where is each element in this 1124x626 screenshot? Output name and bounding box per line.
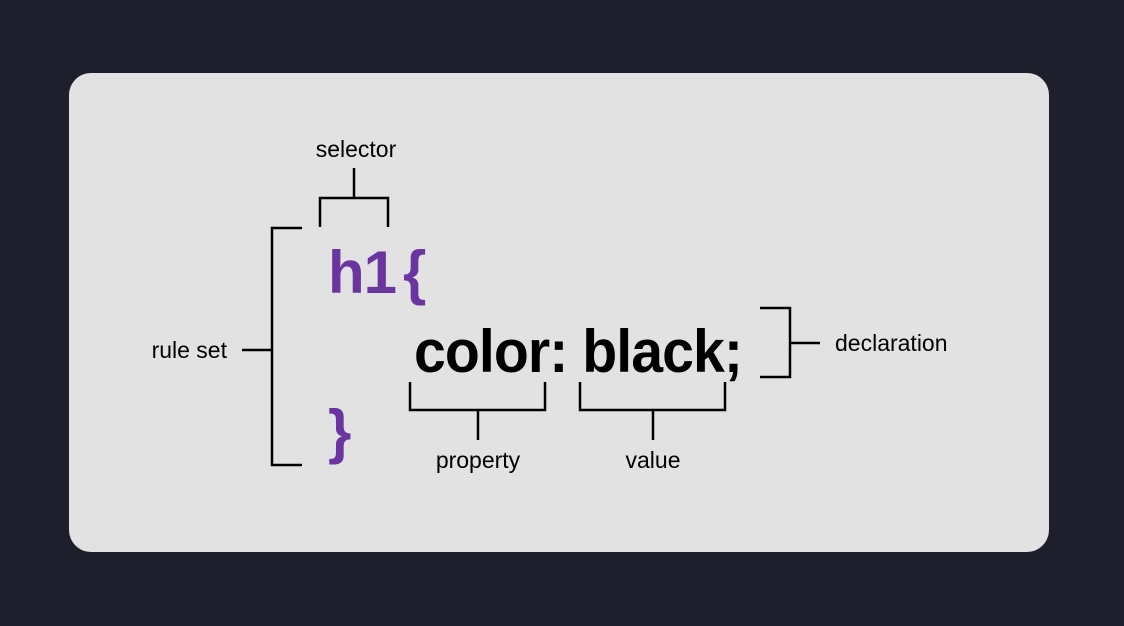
declaration-bracket	[760, 306, 820, 379]
property-label: property	[436, 447, 521, 473]
diagram-card	[69, 73, 1049, 552]
code-declaration: color: black;	[414, 318, 742, 385]
code-open-brace: {	[403, 239, 426, 306]
value-label: value	[626, 447, 681, 473]
code-selector: h1	[328, 239, 396, 306]
selector-label: selector	[316, 136, 397, 162]
property-bracket	[408, 382, 547, 440]
rule-set-label: rule set	[152, 337, 228, 363]
rule-set-bracket	[242, 226, 302, 467]
value-bracket	[578, 382, 727, 440]
code-close-brace: }	[328, 398, 351, 465]
declaration-label: declaration	[835, 330, 948, 356]
selector-bracket	[318, 168, 390, 227]
